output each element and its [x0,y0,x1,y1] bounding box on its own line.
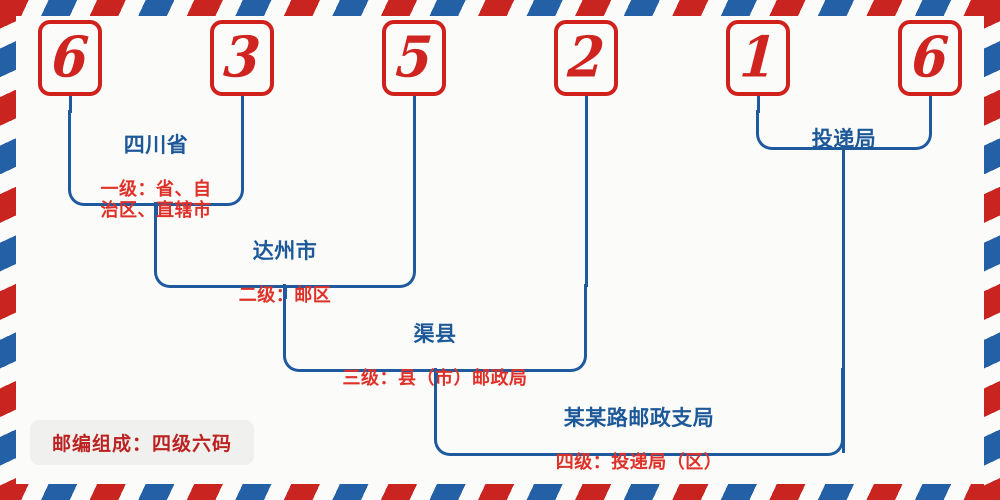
bracket-level-4 [434,368,844,456]
postcode-digit-4: 2 [565,24,607,91]
level-4-title: 某某路邮政支局 [563,404,715,430]
airmail-border-top [0,0,1000,16]
label-group-level-3: 渠县 三级：县（市）邮政局 [283,303,587,408]
label-group-delivery-office: 投递局 [756,108,932,171]
connector-delivery-to-level-4 [842,148,845,453]
connector-digit-4 [585,95,588,287]
level-4-subtitle: 四级：投递局（区） [555,451,723,473]
connector-digit-1 [69,95,72,113]
label-group-level-1: 四川省 一级：省、自 治区、直辖市 [68,114,244,240]
postcode-digit-6: 6 [909,24,951,91]
level-1-title: 四川省 [123,131,189,157]
postcode-digit-3: 5 [393,24,435,91]
postcode-digit-2: 3 [221,24,263,91]
label-group-level-4: 某某路邮政支局 四级：投递局（区） [434,387,844,492]
airmail-border-right [984,0,1000,500]
postcode-digit-box-3[interactable]: 5 [382,20,446,96]
level-3-title: 渠县 [413,320,457,346]
level-1-subtitle: 一级：省、自 治区、直辖市 [100,178,212,221]
postcode-digit-1: 6 [49,24,91,91]
postcode-digit-box-6[interactable]: 6 [898,20,962,96]
postcode-digit-box-5[interactable]: 1 [726,20,790,96]
airmail-border-left [0,0,16,500]
delivery-office-title: 投递局 [811,125,877,151]
connector-digit-5 [757,95,760,113]
connector-digit-6 [929,95,932,113]
level-2-subtitle: 二级：邮区 [238,284,332,306]
level-2-title: 达州市 [252,237,318,263]
label-group-level-2: 达州市 二级：邮区 [154,220,416,325]
connector-digit-3 [413,95,416,205]
postcode-composition-badge: 邮编组成：四级六码 [30,420,255,465]
postcode-digit-5: 1 [737,24,779,91]
connector-digit-2 [241,95,244,113]
postcode-composition-text: 邮编组成：四级六码 [52,433,233,455]
postcode-digit-box-1[interactable]: 6 [38,20,102,96]
level-3-subtitle: 三级：县（市）邮政局 [342,367,528,389]
postcode-digit-box-2[interactable]: 3 [210,20,274,96]
bracket-delivery-office [756,110,932,150]
postcode-digit-box-4[interactable]: 2 [554,20,618,96]
